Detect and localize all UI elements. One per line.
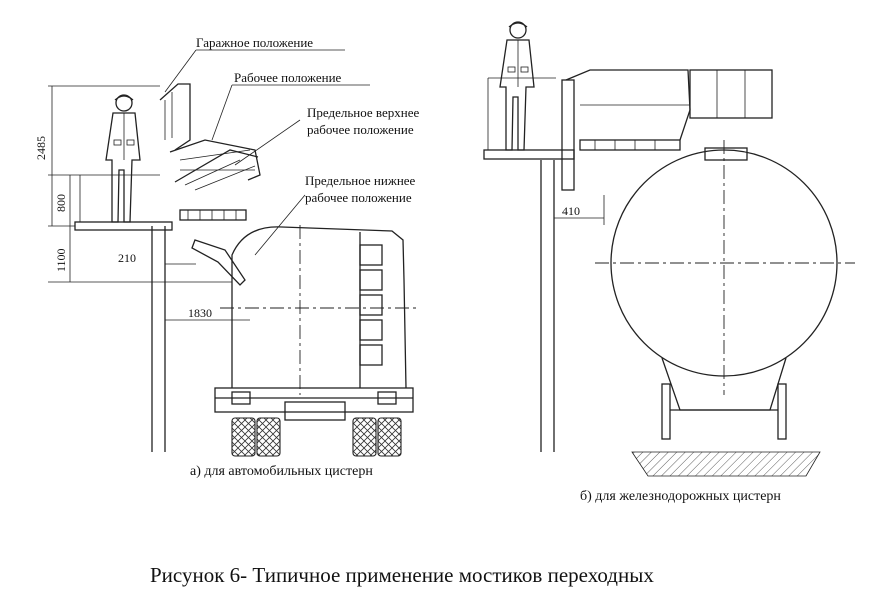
truck-chassis (214, 387, 414, 421)
dim-800: 800 (54, 194, 68, 212)
dim-1830: 1830 (188, 306, 212, 320)
rail-tank-undercarriage (661, 357, 787, 440)
truck-tank-body (220, 225, 420, 395)
label-lower-position-2: рабочее положение (305, 190, 412, 205)
platform-column-right (540, 160, 555, 452)
dim-410: 410 (562, 204, 580, 218)
rail-tank-body (595, 140, 855, 395)
caption-a: а) для автомобильных цистерн (190, 464, 373, 479)
truck-wheels (231, 417, 402, 457)
dim-210: 210 (118, 251, 136, 265)
label-upper-position-1: Предельное верхнее (307, 105, 419, 120)
platform-column-left (151, 226, 166, 452)
right-diagram (483, 21, 855, 477)
label-upper-position-2: рабочее положение (307, 122, 414, 137)
label-working-position: Рабочее положение (234, 70, 342, 85)
left-diagram (48, 49, 420, 457)
dimension-lines-left (48, 85, 250, 321)
worker-figure-left (105, 94, 141, 223)
bridge-lower-position (179, 209, 247, 286)
caption-b: б) для железнодорожных цистерн (580, 489, 781, 504)
dimension-lines-right (554, 195, 605, 225)
leader-lines-left (164, 49, 370, 256)
label-garage-position: Гаражное положение (196, 35, 313, 50)
worker-figure-right (499, 21, 535, 151)
figure-title: Рисунок 6- Типичное применение мостиков … (150, 563, 654, 587)
rail-ground (631, 451, 821, 477)
bridge-upper-position (174, 149, 259, 191)
bridge-right (561, 69, 773, 191)
bridge-garage-position (159, 83, 191, 151)
dim-1100: 1100 (54, 248, 68, 272)
platform-right (483, 77, 575, 160)
dim-2485: 2485 (34, 136, 48, 160)
label-lower-position-1: Предельное нижнее (305, 173, 416, 188)
bridge-working-position (169, 139, 261, 181)
